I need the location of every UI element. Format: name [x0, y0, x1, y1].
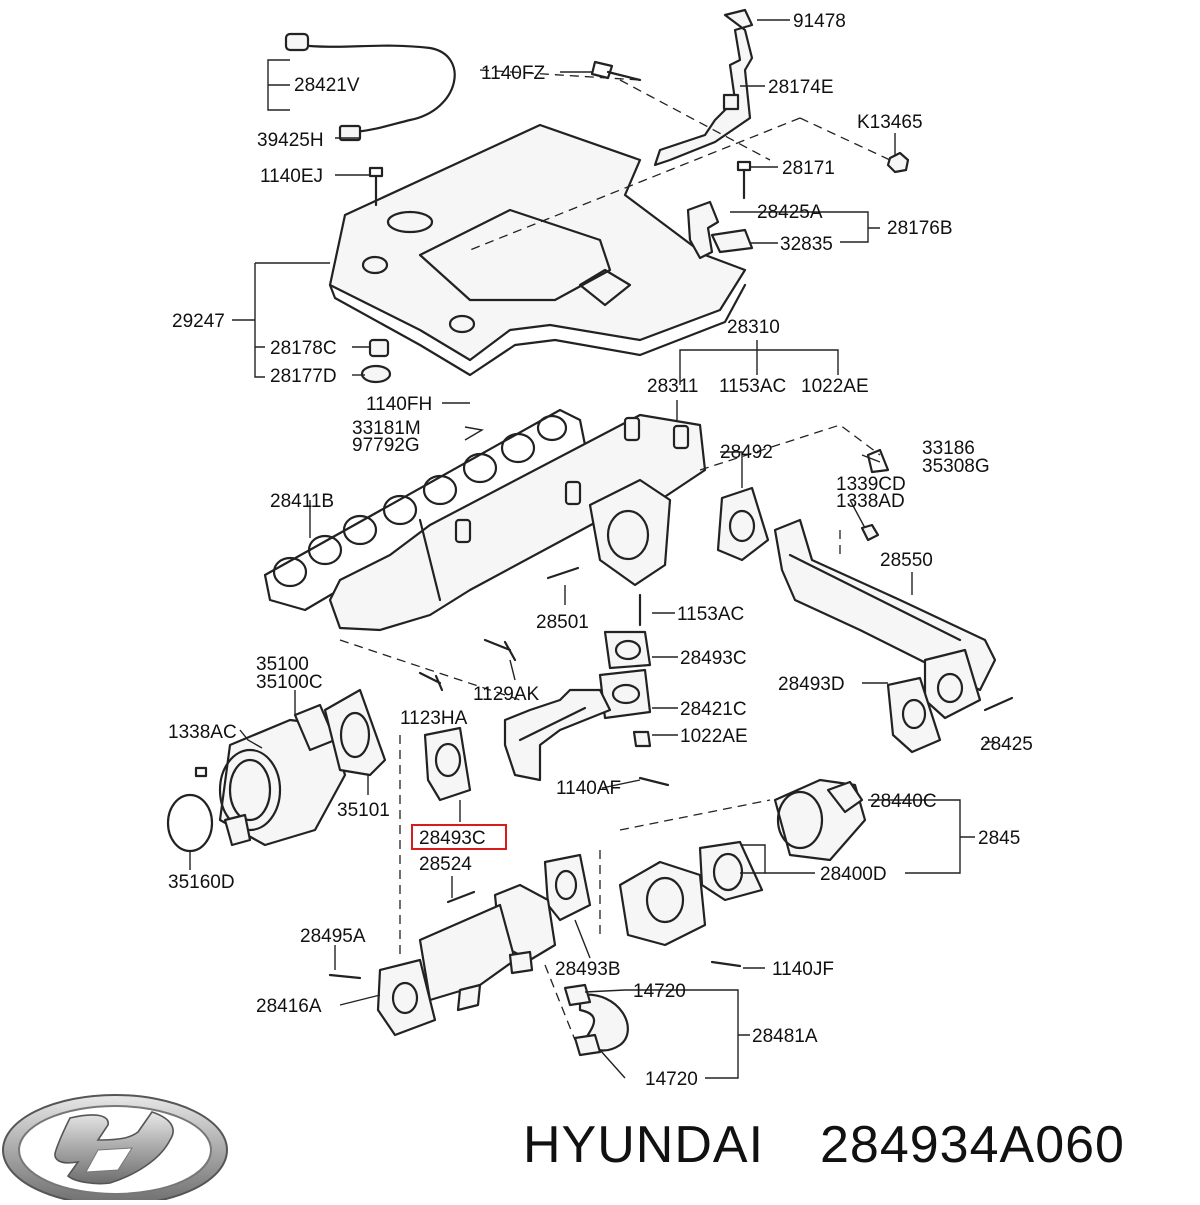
- label-14720-lower: 14720: [645, 1069, 698, 1090]
- egr-tube: [503, 688, 612, 782]
- gasket-28492: [716, 486, 770, 562]
- gasket-28493C-mid: [598, 593, 652, 748]
- label-35101: 35101: [337, 800, 390, 821]
- label-1140FH: 1140FH: [366, 394, 432, 415]
- label-28524: 28524: [419, 854, 472, 875]
- egr-cooler: [376, 853, 592, 1037]
- label-1140JF: 1140JF: [772, 959, 834, 980]
- label-28416A: 28416A: [256, 996, 322, 1017]
- label-28501: 28501: [536, 612, 589, 633]
- label-28177D: 28177D: [270, 366, 337, 387]
- leader-lines: [189, 19, 995, 1079]
- label-35308G: 35308G: [922, 456, 990, 477]
- label-35100C: 35100C: [256, 672, 323, 693]
- label-28174E: 28174E: [768, 77, 834, 98]
- label-1140EJ: 1140EJ: [260, 166, 323, 187]
- label-28550: 28550: [880, 550, 933, 571]
- part-number: 284934A060: [820, 1116, 1125, 1174]
- label-28311: 28311: [647, 376, 698, 397]
- label-1338AD: 1338AD: [836, 491, 905, 512]
- label-28421V: 28421V: [294, 75, 360, 96]
- label-28493C-mid: 28493C: [680, 648, 747, 669]
- intake-manifold: [328, 413, 707, 632]
- label-29247: 29247: [172, 311, 225, 332]
- label-14720-upper: 14720: [633, 981, 686, 1002]
- label-28440C: 28440C: [870, 791, 937, 812]
- label-1140FZ: 1140FZ: [481, 63, 545, 84]
- label-28493B: 28493B: [555, 959, 621, 980]
- label-28495A: 28495A: [300, 926, 366, 947]
- label-28493D: 28493D: [778, 674, 845, 695]
- label-91478: 91478: [793, 11, 846, 32]
- egr-pipe: [773, 518, 997, 720]
- label-28425: 28425: [980, 734, 1033, 755]
- label-32835: 32835: [780, 234, 833, 255]
- assembly-lines: [339, 69, 891, 1041]
- label-1022AE-top: 1022AE: [801, 376, 869, 397]
- label-1153AC-mid: 1153AC: [677, 604, 744, 625]
- label-1153AC-top: 1153AC: [719, 376, 786, 397]
- hyundai-logo-icon: [2, 1094, 228, 1205]
- label-33181M: 33181M: [352, 418, 421, 439]
- label-1338AC: 1338AC: [168, 722, 237, 743]
- part-labels: 91478 1140FZ 28174E 28421V 39425H K13465…: [168, 11, 1033, 1090]
- label-28310: 28310: [727, 317, 780, 338]
- label-28425A: 28425A: [757, 202, 823, 223]
- label-2845: 2845: [978, 828, 1020, 849]
- label-1339CD: 1339CD: [836, 474, 906, 495]
- label-28176B: 28176B: [887, 218, 953, 239]
- label-1140AF: 1140AF: [556, 778, 621, 799]
- label-1022AE-mid: 1022AE: [680, 726, 748, 747]
- coolant-hose: [563, 983, 629, 1057]
- label-28421C: 28421C: [680, 699, 747, 720]
- gasket-28493D: [886, 676, 942, 754]
- gasket-28493C: [423, 726, 472, 802]
- egr-valve: [618, 778, 867, 947]
- bolts-top: [368, 60, 910, 207]
- label-39425H: 39425H: [257, 130, 324, 151]
- sensor-harness: [284, 32, 456, 142]
- label-97792G: 97792G: [352, 435, 420, 456]
- gasket-35101: [323, 688, 387, 777]
- label-28411B: 28411B: [270, 491, 334, 512]
- label-1123HA: 1123HA: [400, 708, 468, 729]
- brand-name: HYUNDAI: [523, 1116, 764, 1174]
- label-28178C: 28178C: [270, 338, 337, 359]
- label-1129AK: 1129AK: [473, 684, 540, 705]
- bolts-lower: [194, 448, 1014, 980]
- throttle-body: [218, 703, 347, 847]
- label-33186: 33186: [922, 438, 975, 459]
- bracket-assembly: [653, 8, 754, 260]
- label-28481A: 28481A: [752, 1026, 818, 1047]
- label-28400D: 28400D: [820, 864, 887, 885]
- label-28493C-highlighted: 28493C: [419, 828, 486, 849]
- label-28492: 28492: [720, 442, 773, 463]
- label-35100: 35100: [256, 654, 309, 675]
- label-35160D: 35160D: [168, 872, 235, 893]
- label-K13465: K13465: [857, 112, 923, 133]
- engine-cover: [328, 123, 747, 377]
- label-28171: 28171: [782, 158, 835, 179]
- highlight-box: [411, 824, 507, 850]
- o-ring-35160D: [166, 793, 214, 853]
- grommets: [360, 338, 392, 384]
